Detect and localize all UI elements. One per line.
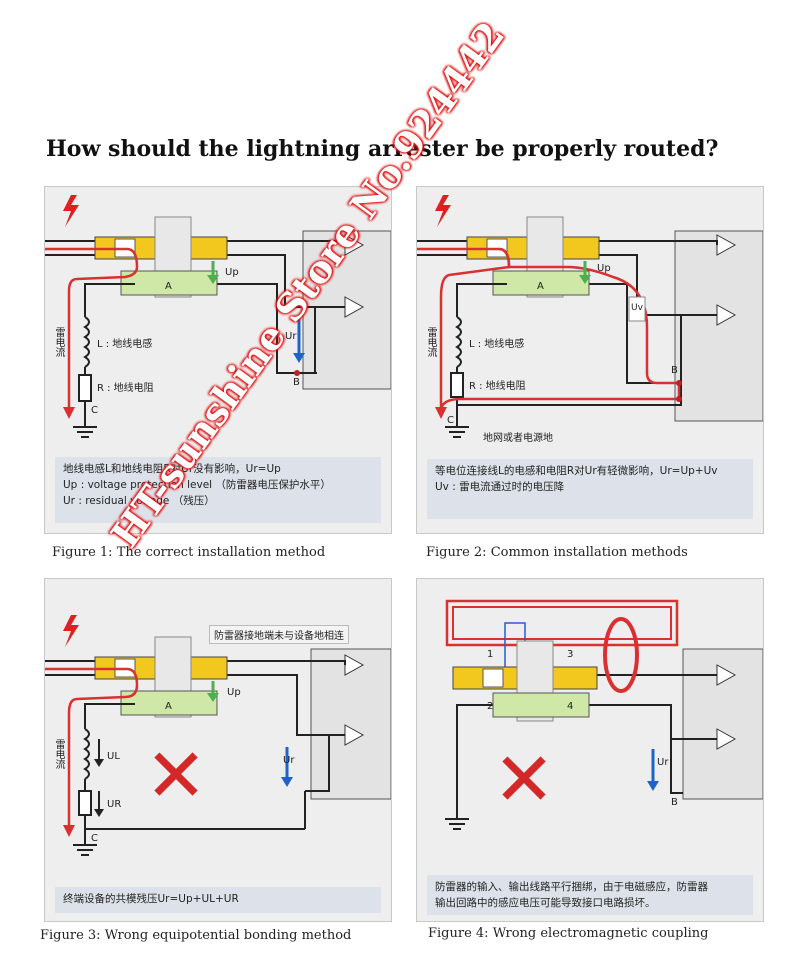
ground-icon <box>73 426 97 438</box>
current-label: 雷电流 <box>53 327 64 357</box>
figure-2-caption: Figure 2: Common installation methods <box>426 545 688 560</box>
note-line: 防雷器的输入、输出线路平行捆绑，由于电磁感应，防雷器 <box>435 881 708 893</box>
page-title: How should the lightning arrester be pro… <box>46 136 719 162</box>
ground-icon <box>73 844 97 856</box>
figure-2-panel: Up Uv A B C L : 地线电感 R : 地线电阻 雷电流 地网或者电源… <box>416 186 764 534</box>
grid-label: 地网或者电源地 <box>483 433 553 444</box>
node-4-label: 4 <box>567 701 574 712</box>
node-c-label: C <box>447 415 454 426</box>
note-line: 终端设备的共模残压Ur=Up+UL+UR <box>63 893 239 905</box>
node-3-label: 3 <box>567 649 574 660</box>
node-b-label: B <box>671 365 678 376</box>
figure-1-panel: Up Ur A B C L : 地线电感 R : 地线电阻 雷电流 地线电感L和… <box>44 186 392 534</box>
node-c-label: C <box>91 833 98 844</box>
lightning-icon <box>63 615 79 647</box>
ur-label: Ur <box>285 331 297 342</box>
cross-icon: ✕ <box>145 733 208 819</box>
inductor-label: L : 地线电感 <box>469 339 525 350</box>
up-label: Up <box>597 263 611 274</box>
note-line: 输出回路中的感应电压可能导致接口电路损坏。 <box>435 897 656 909</box>
inductor-label: L : 地线电感 <box>97 339 153 350</box>
uv-label: Uv <box>631 303 643 313</box>
node-a-label: A <box>165 281 172 292</box>
figure-3-note: 终端设备的共模残压Ur=Up+UL+UR <box>55 887 381 913</box>
figure-2-note: 等电位连接线L的电感和电阻R对Ur有轻微影响，Ur=Up+Uv Uv : 雷电流… <box>427 459 753 519</box>
note-line: 地线电感L和地线电阻R对Ur没有影响，Ur=Up <box>63 463 281 475</box>
up-label: Up <box>225 267 239 278</box>
node-2-label: 2 <box>487 701 494 712</box>
figure-4-note: 防雷器的输入、输出线路平行捆绑，由于电磁感应，防雷器 输出回路中的感应电压可能导… <box>427 875 753 915</box>
ground-icon <box>445 426 469 438</box>
figure-2-diagram <box>417 195 763 438</box>
lightning-icon <box>63 195 79 227</box>
current-label: 雷电流 <box>53 739 64 769</box>
figure-3-diagram <box>45 615 391 856</box>
top-note: 防雷器接地端未与设备地相连 <box>209 625 349 644</box>
figure-4-panel: ✕ 1 2 3 4 Ur B 防雷器的输入、输出线路平行捆绑，由于电磁感应，防雷… <box>416 578 764 922</box>
figure-3-panel: 防雷器接地端未与设备地相连 ✕ Up UL UR Ur A C 雷电流 终端设备… <box>44 578 392 922</box>
cross-icon: ✕ <box>493 737 556 823</box>
figure-1-diagram <box>45 195 391 438</box>
up-label: Up <box>227 687 241 698</box>
resistor-label: R : 地线电阻 <box>469 381 526 392</box>
note-line: 等电位连接线L的电感和电阻R对Ur有轻微影响，Ur=Up+Uv <box>435 465 718 477</box>
resistor-label: R : 地线电阻 <box>97 383 154 394</box>
node-b-label: B <box>671 797 678 808</box>
figure-1-caption: Figure 1: The correct installation metho… <box>52 545 326 560</box>
figure-1-note: 地线电感L和地线电阻R对Ur没有影响，Ur=Up Up : voltage pr… <box>55 457 381 523</box>
ground-icon <box>445 818 469 830</box>
ur-label: Ur <box>283 755 295 766</box>
current-label: 雷电流 <box>425 327 436 357</box>
node-c-label: C <box>91 405 98 416</box>
note-line: Up : voltage protection level （防雷器电压保护水平… <box>63 479 331 491</box>
note-line: Uv : 雷电流通过时的电压降 <box>435 481 565 493</box>
node-a-label: A <box>165 701 172 712</box>
ur-drop-label: UR <box>107 799 122 810</box>
figure-4-diagram <box>445 599 763 830</box>
note-line: Ur : residual voltage （残压） <box>63 495 215 507</box>
node-1-label: 1 <box>487 649 494 660</box>
figure-4-caption: Figure 4: Wrong electromagnetic coupling <box>428 926 709 941</box>
ul-label: UL <box>107 751 120 762</box>
ur-label: Ur <box>657 757 669 768</box>
lightning-icon <box>435 195 451 227</box>
node-b-label: B <box>293 377 300 388</box>
figure-3-caption: Figure 3: Wrong equipotential bonding me… <box>40 928 352 943</box>
node-a-label: A <box>537 281 544 292</box>
